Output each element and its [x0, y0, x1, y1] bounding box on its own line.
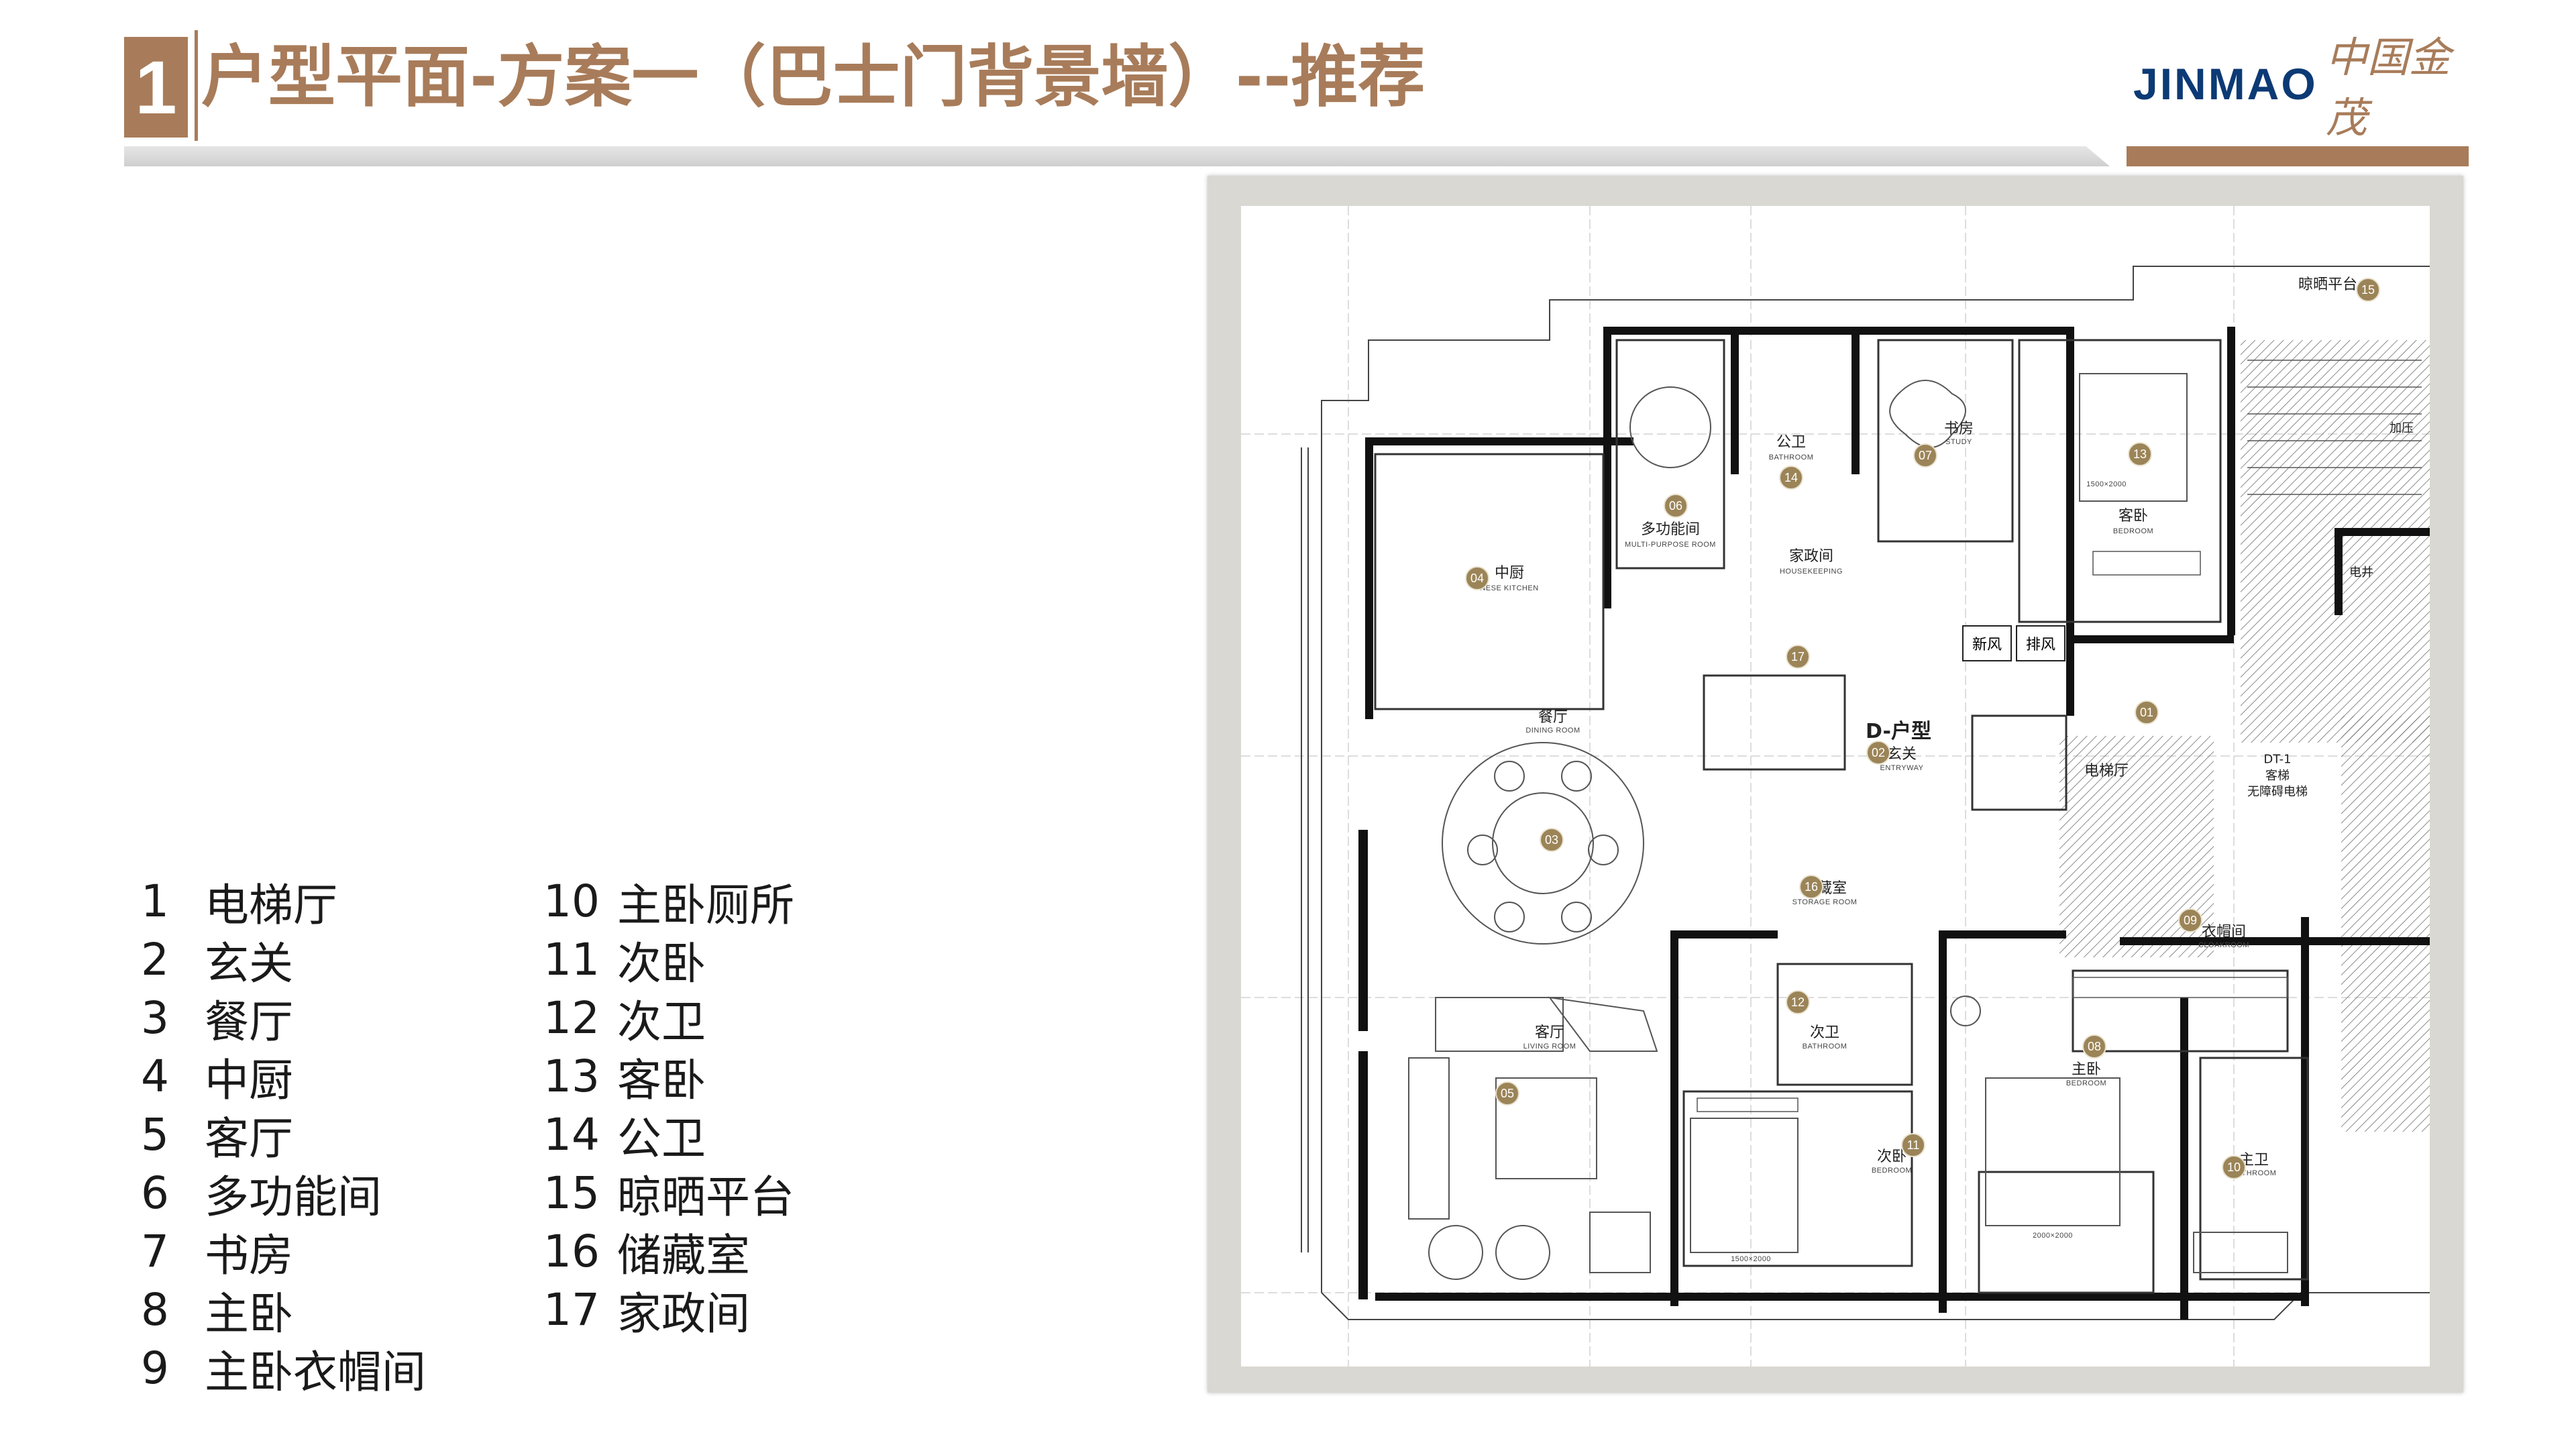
room-marker-04: 04	[1465, 566, 1489, 590]
shaft-hatch	[2341, 716, 2430, 1132]
elevator-code: DT-1	[2263, 752, 2292, 767]
room-marker-08: 08	[2082, 1034, 2106, 1059]
room-sublabel-bathroom-public: BATHROOM	[1768, 453, 1814, 462]
room-sublabel-entry: ENTRYWAY	[1880, 764, 1924, 772]
room-marker-01: 01	[2135, 700, 2159, 724]
fresh-air-box: 新风	[1962, 625, 2012, 661]
partitions	[1374, 339, 2309, 1294]
room-marker-12: 12	[1786, 990, 1810, 1014]
elevator-note: 客梯	[2265, 769, 2290, 783]
room-sublabel-kitchen: NESE KITCHEN	[1480, 584, 1539, 592]
round-furniture	[1629, 380, 1981, 1026]
unit-type-label: D-户型	[1866, 720, 1931, 743]
room-marker-14: 14	[1779, 466, 1803, 490]
room-label-master-bedroom: 主卧	[2071, 1061, 2102, 1078]
room-marker-13: 13	[2128, 442, 2152, 466]
room-label-kitchen: 中厨	[1494, 565, 1525, 582]
room-label-cloakroom: 衣帽间	[2201, 924, 2247, 941]
brand-logo: JINMAO 中国金茂	[2133, 33, 2482, 142]
room-marker-02: 02	[1866, 741, 1890, 765]
exhaust-box: 排风	[2016, 625, 2065, 661]
floor-plan-drawing	[1241, 206, 2430, 1366]
room-sublabel-study: STUDY	[1945, 438, 1972, 446]
room-sublabel-multipurpose: MULTI-PURPOSE ROOM	[1625, 541, 1716, 549]
room-label-housekeeping: 家政间	[1788, 548, 1834, 565]
room-marker-10: 10	[2222, 1155, 2246, 1179]
floor-plan-frame: 中厨 NESE KITCHEN 04 多功能间 MULTI-PURPOSE RO…	[1208, 176, 2463, 1393]
walls	[1358, 327, 2430, 1320]
bed-drawings	[1690, 373, 2288, 1273]
room-label-living: 客厅	[1534, 1024, 1565, 1041]
room-marker-07: 07	[1913, 443, 1937, 468]
room-sublabel-guest-bedroom: BEDROOM	[2112, 527, 2154, 535]
room-marker-05: 05	[1495, 1081, 1519, 1106]
shaft-label: 电井	[2349, 566, 2373, 580]
stair-lines	[2247, 360, 2422, 495]
living-room-drawing	[1408, 996, 1658, 1280]
room-label-drying-platform: 晾晒平台	[2298, 276, 2358, 293]
room-label-entry: 玄关	[1886, 746, 1917, 763]
floor-plan: 中厨 NESE KITCHEN 04 多功能间 MULTI-PURPOSE RO…	[1241, 206, 2430, 1366]
room-sublabel-bathroom-second: BATHROOM	[1802, 1042, 1847, 1051]
room-label-bathroom-second: 次卫	[1809, 1024, 1840, 1041]
room-sublabel-bedroom-second: BEDROOM	[1871, 1167, 1913, 1175]
dimension-second-bed: 1500×2000	[1731, 1255, 1771, 1263]
room-label-guest-bedroom: 客卧	[2118, 508, 2149, 525]
outer-outline	[1301, 266, 2430, 1320]
elevator-note-accessible: 无障碍电梯	[2247, 785, 2308, 799]
room-marker-09: 09	[2178, 908, 2202, 932]
header-bar	[124, 146, 2110, 166]
room-sublabel-dining: DINING ROOM	[1525, 727, 1580, 735]
room-sublabel-housekeeping: HOUSEKEEPING	[1779, 568, 1843, 576]
room-sublabel-master-bedroom: BEDROOM	[2065, 1079, 2107, 1087]
room-label-multipurpose: 多功能间	[1640, 521, 1701, 538]
room-sublabel-living: LIVING ROOM	[1523, 1042, 1576, 1051]
dimension-master-bed: 2000×2000	[2033, 1232, 2073, 1240]
window-strips	[1697, 551, 2288, 1112]
logo-text-en: JINMAO	[2133, 59, 2318, 109]
room-sublabel-storage: STORAGE ROOM	[1792, 898, 1858, 906]
pressurize-label: 加压	[2390, 421, 2414, 435]
room-sublabel-cloakroom: CLOAKROOM	[2198, 941, 2250, 949]
room-label-bathroom-public: 公卫	[1776, 434, 1807, 451]
room-label-bedroom-second: 次卧	[1876, 1148, 1907, 1165]
room-marker-03: 03	[1540, 828, 1564, 852]
room-marker-15: 15	[2356, 278, 2380, 302]
room-label-study: 书房	[1943, 421, 1974, 437]
logo-text-cn: 中国金茂	[2325, 33, 2451, 142]
room-marker-06: 06	[1664, 494, 1688, 518]
header-accent-bar	[2127, 146, 2469, 166]
room-marker-17: 17	[1786, 645, 1810, 669]
page-number: 1	[124, 37, 188, 138]
dining-table-drawing	[1442, 742, 1644, 945]
room-label-dining: 餐厅	[1538, 709, 1568, 726]
room-marker-16: 16	[1799, 875, 1823, 899]
page-title: 户型平面-方案一（巴士门背景墙）--推荐	[201, 38, 1426, 116]
room-marker-11: 11	[1901, 1133, 1925, 1157]
dimension-guest-bed: 1500×2000	[2086, 480, 2127, 488]
room-label-elevator-hall: 电梯厅	[2084, 763, 2129, 780]
title-divider	[195, 30, 198, 141]
